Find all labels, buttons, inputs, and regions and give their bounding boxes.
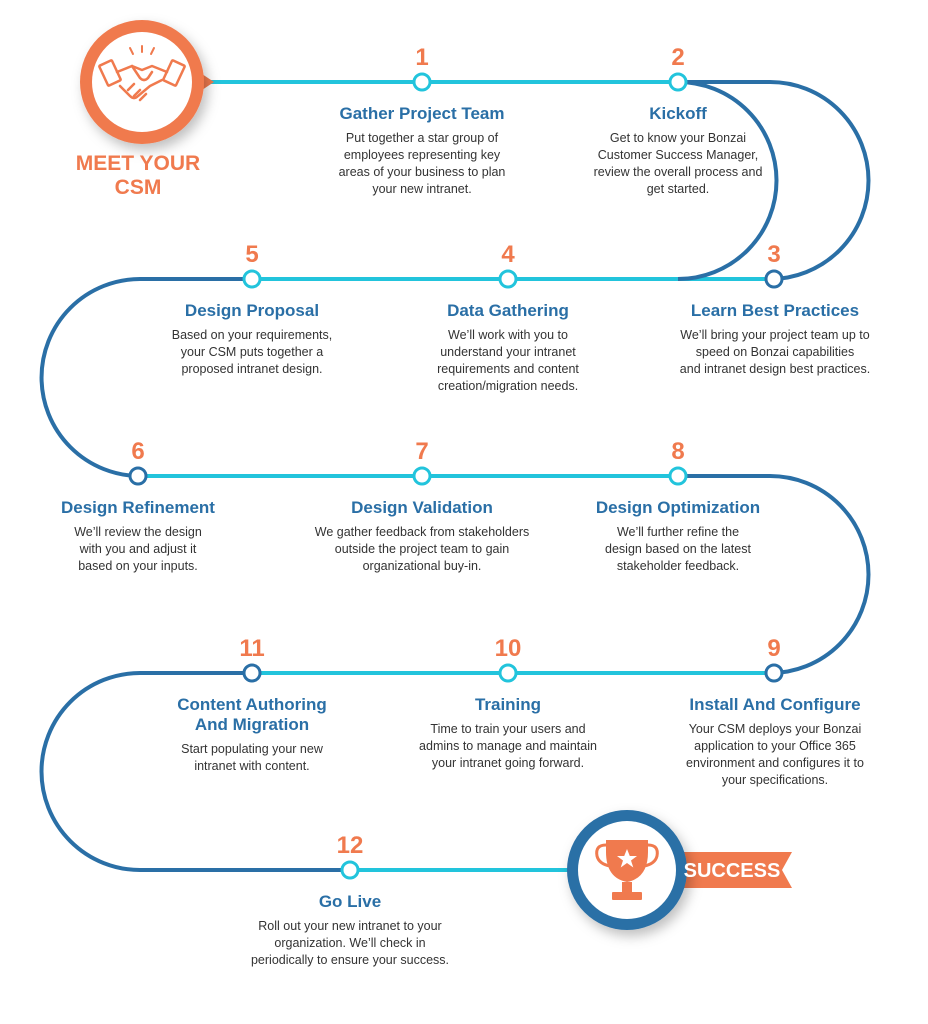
step-number-1: 1 — [415, 44, 429, 71]
meet-your-csm-label: MEET YOUR CSM — [75, 152, 201, 199]
step-number-7: 7 — [415, 438, 429, 465]
step-title: Training — [474, 695, 542, 714]
step-6: Design Refinement We’ll review the desig… — [38, 498, 238, 575]
step-description: Based on your requirements, your CSM put… — [171, 328, 333, 376]
node-6 — [128, 466, 148, 486]
step-9: Install And Configure Your CSM deploys y… — [660, 695, 890, 789]
node-7 — [412, 466, 432, 486]
step-4: Data Gathering We’ll work with you to un… — [393, 301, 623, 395]
step-title: Learn Best Practices — [690, 301, 860, 320]
step-2: Kickoff Get to know your Bonzai Customer… — [558, 104, 798, 198]
handshake-icon — [98, 59, 186, 102]
step-description: We gather feedback from stakeholders out… — [314, 525, 530, 573]
step-10: Training Time to train your users and ad… — [393, 695, 623, 772]
trophy-icon — [606, 840, 648, 900]
step-title: Content Authoring And Migration — [177, 695, 327, 734]
step-title: Data Gathering — [447, 301, 569, 320]
node-3 — [764, 269, 784, 289]
step-number-5: 5 — [245, 241, 259, 268]
step-number-11: 11 — [239, 635, 265, 662]
node-1 — [412, 72, 432, 92]
step-8: Design Optimization We’ll further refine… — [568, 498, 788, 575]
step-3: Learn Best Practices We’ll bring your pr… — [660, 301, 890, 378]
step-description: Get to know your Bonzai Customer Success… — [593, 131, 763, 196]
node-5 — [242, 269, 262, 289]
step-11: Content Authoring And Migration Start po… — [137, 695, 367, 775]
step-title: Design Refinement — [61, 498, 215, 517]
handshake-badge — [80, 20, 214, 144]
step-title: Go Live — [318, 892, 382, 911]
step-description: Start populating your new intranet with … — [181, 742, 323, 773]
success-label: SUCCESS — [683, 860, 781, 882]
step-title: Kickoff — [649, 104, 707, 123]
step-number-9: 9 — [767, 635, 781, 662]
step-number-10: 10 — [494, 635, 522, 662]
step-description: Time to train your users and admins to m… — [419, 722, 597, 770]
step-12: Go Live Roll out your new intranet to yo… — [230, 892, 470, 969]
step-5: Design Proposal Based on your requiremen… — [137, 301, 367, 378]
step-description: We’ll bring your project team up to spee… — [679, 328, 871, 376]
step-description: We’ll review the design with you and adj… — [74, 525, 202, 573]
step-description: We’ll further refine the design based on… — [605, 525, 751, 573]
step-7: Design Validation We gather feedback fro… — [292, 498, 552, 575]
node-8 — [668, 466, 688, 486]
step-description: Roll out your new intranet to your organ… — [250, 919, 449, 967]
node-2 — [668, 72, 688, 92]
step-number-6: 6 — [131, 438, 145, 465]
step-description: We’ll work with you to understand your i… — [437, 328, 579, 393]
step-number-8: 8 — [671, 438, 685, 465]
step-number-4: 4 — [501, 241, 515, 268]
step-description: Your CSM deploys your Bonzai application… — [686, 722, 864, 787]
step-title: Gather Project Team — [339, 104, 505, 123]
step-number-2: 2 — [671, 44, 685, 71]
node-11 — [242, 663, 262, 683]
step-title: Design Proposal — [184, 301, 320, 320]
step-number-12: 12 — [336, 832, 364, 859]
step-1: Gather Project Team Put together a star … — [302, 104, 542, 198]
step-description: Put together a star group of employees r… — [338, 131, 506, 196]
trophy-badge — [567, 810, 792, 930]
step-title: Design Validation — [351, 498, 493, 517]
step-number-3: 3 — [767, 241, 781, 268]
node-9 — [764, 663, 784, 683]
node-4 — [498, 269, 518, 289]
node-10 — [498, 663, 518, 683]
step-title: Install And Configure — [689, 695, 861, 714]
node-12 — [340, 860, 360, 880]
step-title: Design Optimization — [595, 498, 761, 517]
